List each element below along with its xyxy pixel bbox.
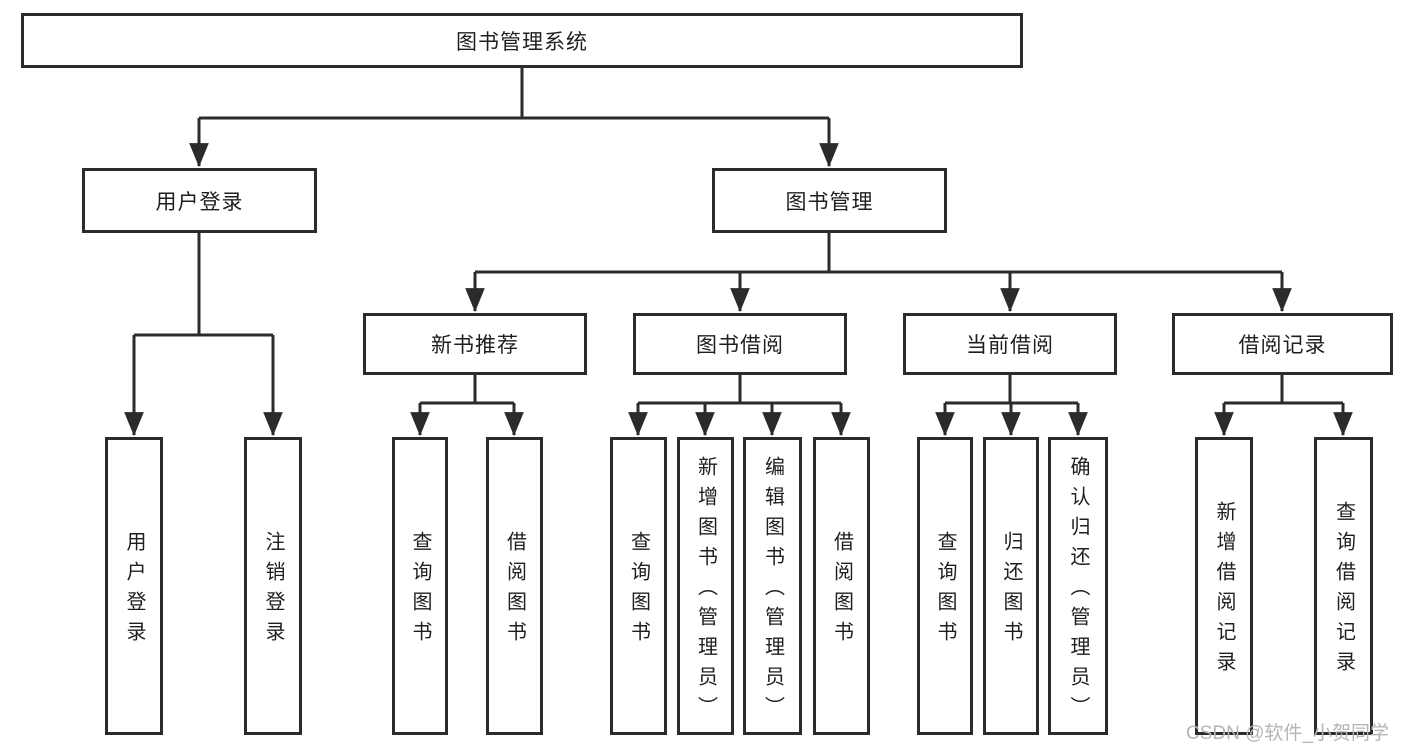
leaf-borrow-books-label: 借阅图书 [503, 531, 526, 651]
leaf-query-books-label: 查询图书 [409, 531, 431, 651]
node-root: 图书管理系统 [21, 13, 1023, 68]
node-book-management-label: 图书管理 [785, 190, 874, 214]
leaf-query-borrow-record-label: 查询借阅记录 [1332, 501, 1355, 681]
leaf-add-borrow-record: 新增借阅记录 [1195, 437, 1253, 735]
leaf-logout: 注销登录 [244, 437, 302, 735]
leaf-edit-book-admin: 编辑图书（管理员） [743, 437, 802, 735]
leaf-confirm-return-admin: 确认归还（管理员） [1048, 437, 1108, 735]
leaf-query-books-label: 查询图书 [934, 531, 956, 651]
node-book-borrow-label: 图书借阅 [696, 334, 784, 357]
node-user-login-label: 用户登录 [155, 190, 244, 214]
leaf-add-book-admin-label: 新增图书（管理员） [694, 456, 717, 726]
leaf-borrow-books: 借阅图书 [486, 437, 543, 735]
leaf-borrow-books: 借阅图书 [813, 437, 870, 735]
leaf-query-books: 查询图书 [392, 437, 448, 735]
node-book-management: 图书管理 [712, 168, 947, 233]
node-user-login: 用户登录 [82, 168, 317, 233]
leaf-edit-book-admin-label: 编辑图书（管理员） [761, 456, 784, 726]
leaf-query-borrow-record: 查询借阅记录 [1314, 437, 1373, 735]
leaf-user-login: 用户登录 [105, 437, 163, 735]
leaf-query-books: 查询图书 [917, 437, 973, 735]
node-root-label: 图书管理系统 [456, 30, 588, 54]
csdn-watermark: CSDN @软件_小贺同学 [1186, 723, 1389, 744]
node-borrow-records: 借阅记录 [1172, 313, 1393, 375]
node-book-borrow: 图书借阅 [633, 313, 847, 375]
leaf-query-books: 查询图书 [610, 437, 667, 735]
node-new-book-recommend-label: 新书推荐 [431, 334, 519, 357]
node-new-book-recommend: 新书推荐 [363, 313, 587, 375]
leaf-logout-label: 注销登录 [262, 531, 284, 651]
leaf-user-login-label: 用户登录 [123, 531, 145, 651]
leaf-confirm-return-admin-label: 确认归还（管理员） [1067, 456, 1089, 726]
leaf-add-borrow-record-label: 新增借阅记录 [1213, 501, 1235, 681]
leaf-return-book: 归还图书 [983, 437, 1039, 735]
node-current-borrow: 当前借阅 [903, 313, 1117, 375]
leaf-return-book-label: 归还图书 [1000, 531, 1022, 651]
node-borrow-records-label: 借阅记录 [1238, 334, 1327, 357]
node-current-borrow-label: 当前借阅 [966, 334, 1054, 357]
leaf-add-book-admin: 新增图书（管理员） [677, 437, 734, 735]
leaf-borrow-books-label: 借阅图书 [830, 531, 853, 651]
leaf-query-books-label: 查询图书 [627, 531, 650, 651]
